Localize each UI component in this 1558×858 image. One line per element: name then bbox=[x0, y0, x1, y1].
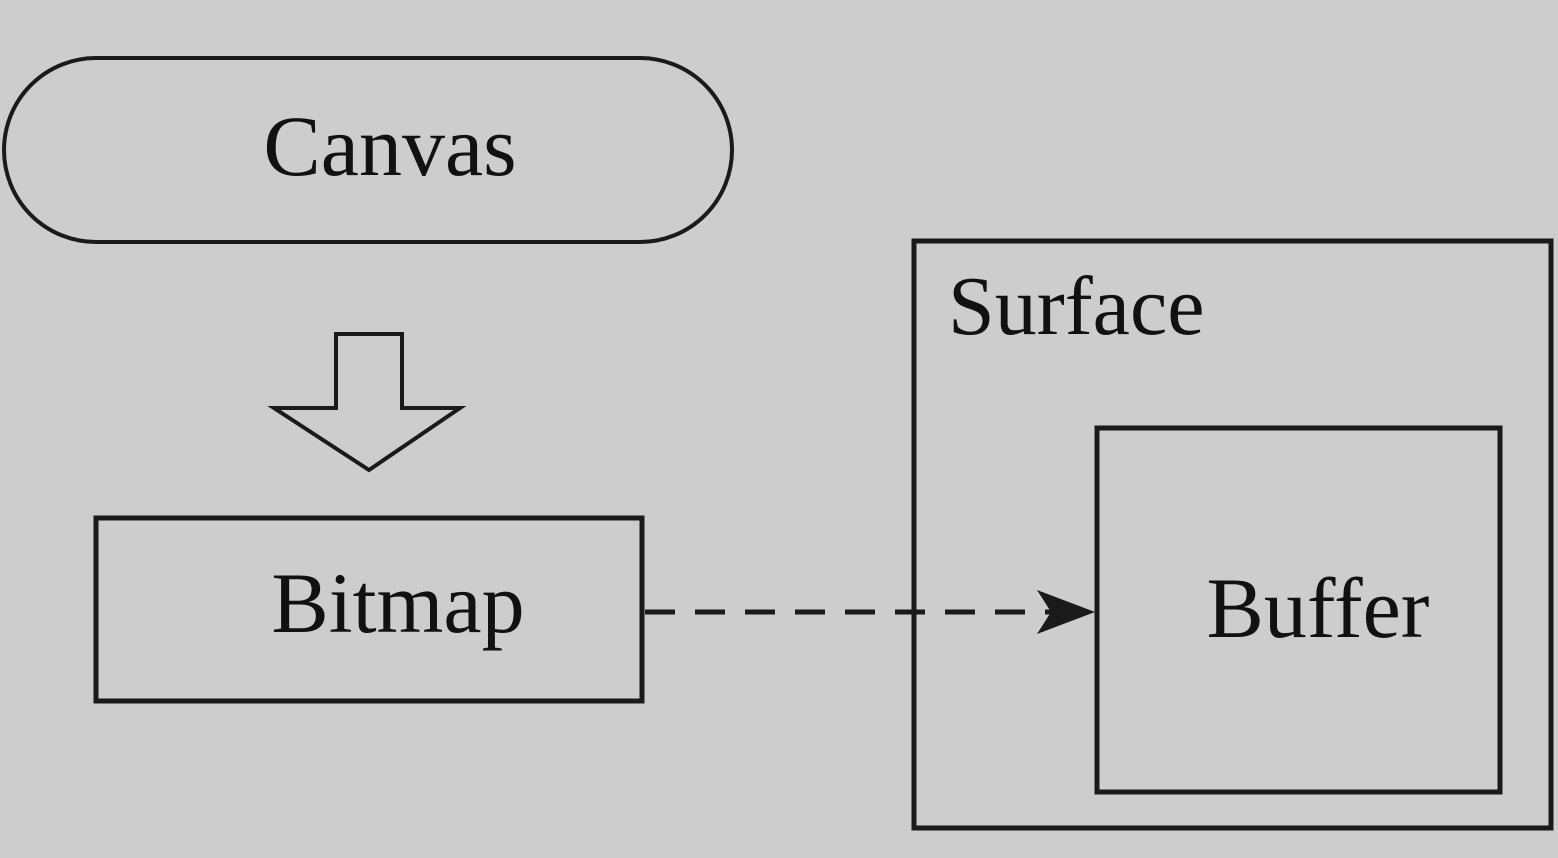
canvas-label: Canvas bbox=[263, 98, 516, 194]
surface-shape bbox=[911, 238, 1554, 831]
canvas-node: Canvas bbox=[2, 56, 734, 244]
bitmap-label: Bitmap bbox=[271, 555, 524, 651]
canvas-shape bbox=[2, 56, 734, 244]
bitmap-node: Bitmap bbox=[93, 515, 645, 704]
buffer-shape bbox=[1094, 425, 1503, 795]
bitmap-shape bbox=[93, 515, 645, 704]
buffer-label: Buffer bbox=[1207, 560, 1430, 656]
down-arrow-icon bbox=[267, 332, 467, 473]
surface-label: Surface bbox=[948, 260, 1205, 353]
buffer-node: Buffer bbox=[1094, 425, 1503, 795]
surface-node: Surface bbox=[911, 238, 1554, 831]
